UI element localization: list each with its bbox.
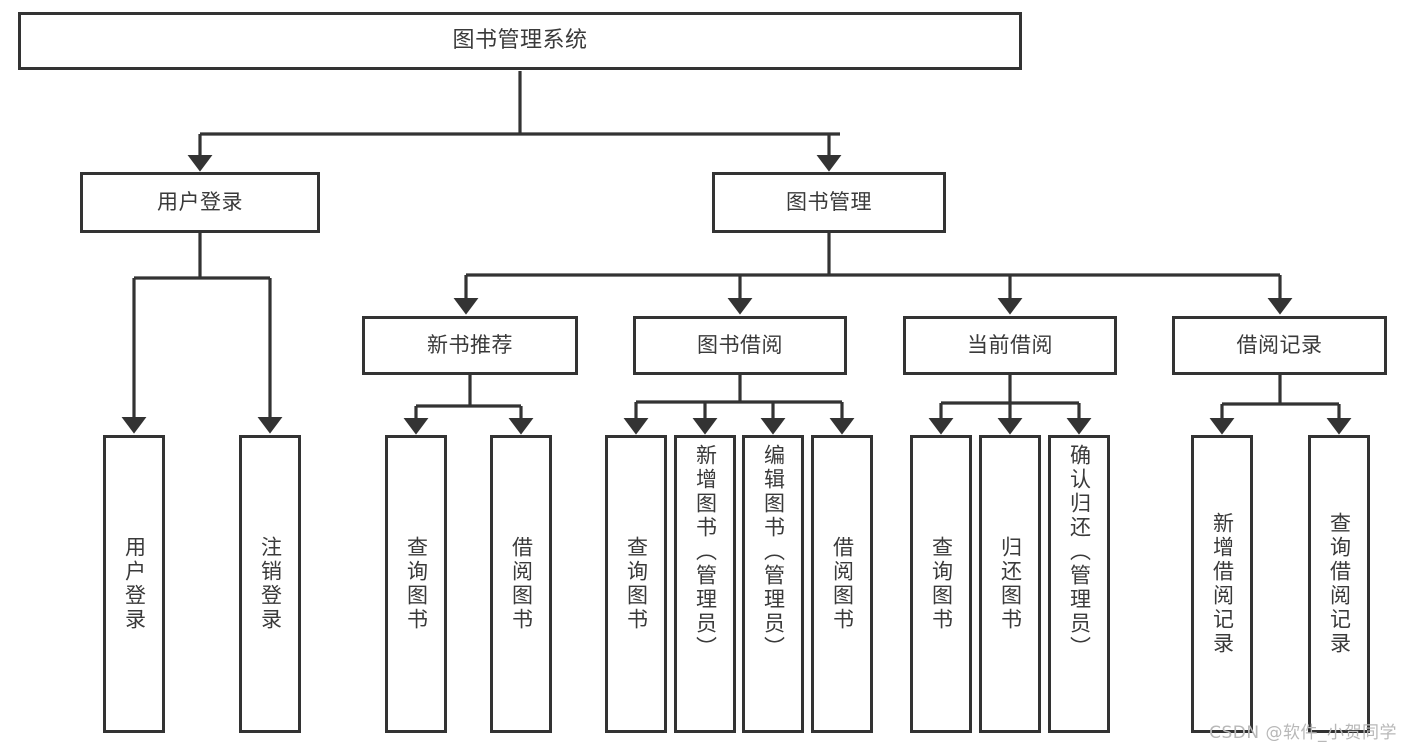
leaf-label: 查询图书 <box>624 536 649 632</box>
node-new-book-recommend[interactable]: 新书推荐 <box>362 316 578 375</box>
leaf-label: 确认归还（管理员） <box>1067 444 1092 660</box>
leaf-current-borrow-query-book[interactable]: 查询图书 <box>910 435 972 733</box>
leaf-new-book-query-book[interactable]: 查询图书 <box>385 435 447 733</box>
leaf-book-borrow-add-book-admin[interactable]: 新增图书（管理员） <box>674 435 736 733</box>
leaf-user-login-signout[interactable]: 注销登录 <box>239 435 301 733</box>
node-borrow-record[interactable]: 借阅记录 <box>1172 316 1387 375</box>
leaf-user-login-signin[interactable]: 用户登录 <box>103 435 165 733</box>
node-label: 借阅记录 <box>1236 333 1323 358</box>
leaf-book-borrow-edit-book-admin[interactable]: 编辑图书（管理员） <box>742 435 804 733</box>
leaf-current-borrow-confirm-return-admin[interactable]: 确认归还（管理员） <box>1048 435 1110 733</box>
node-current-borrow[interactable]: 当前借阅 <box>903 316 1117 375</box>
leaf-label: 借阅图书 <box>830 536 855 632</box>
node-book-management[interactable]: 图书管理 <box>712 172 946 233</box>
leaf-borrow-record-query-record[interactable]: 查询借阅记录 <box>1308 435 1370 733</box>
leaf-label: 借阅图书 <box>509 536 534 632</box>
node-label: 图书管理系统 <box>452 28 588 54</box>
leaf-label: 新增图书（管理员） <box>693 444 718 660</box>
leaf-label: 编辑图书（管理员） <box>761 444 786 660</box>
node-label: 图书借阅 <box>697 333 783 358</box>
node-root-book-management-system[interactable]: 图书管理系统 <box>18 12 1022 70</box>
leaf-label: 查询图书 <box>404 536 429 632</box>
node-user-login[interactable]: 用户登录 <box>80 172 320 233</box>
leaf-borrow-record-add-record[interactable]: 新增借阅记录 <box>1191 435 1253 733</box>
leaf-book-borrow-borrow-book[interactable]: 借阅图书 <box>811 435 873 733</box>
node-label: 当前借阅 <box>967 333 1053 358</box>
node-label: 图书管理 <box>786 190 872 215</box>
node-label: 用户登录 <box>157 190 243 215</box>
leaf-label: 注销登录 <box>258 536 283 632</box>
leaf-label: 新增借阅记录 <box>1210 512 1235 656</box>
node-label: 新书推荐 <box>427 333 513 358</box>
leaf-label: 查询借阅记录 <box>1327 512 1352 656</box>
leaf-new-book-borrow-book[interactable]: 借阅图书 <box>490 435 552 733</box>
leaf-label: 用户登录 <box>122 536 147 632</box>
leaf-label: 查询图书 <box>929 536 954 632</box>
node-book-borrow[interactable]: 图书借阅 <box>633 316 847 375</box>
leaf-book-borrow-query-book[interactable]: 查询图书 <box>605 435 667 733</box>
leaf-current-borrow-return-book[interactable]: 归还图书 <box>979 435 1041 733</box>
leaf-label: 归还图书 <box>998 536 1023 632</box>
